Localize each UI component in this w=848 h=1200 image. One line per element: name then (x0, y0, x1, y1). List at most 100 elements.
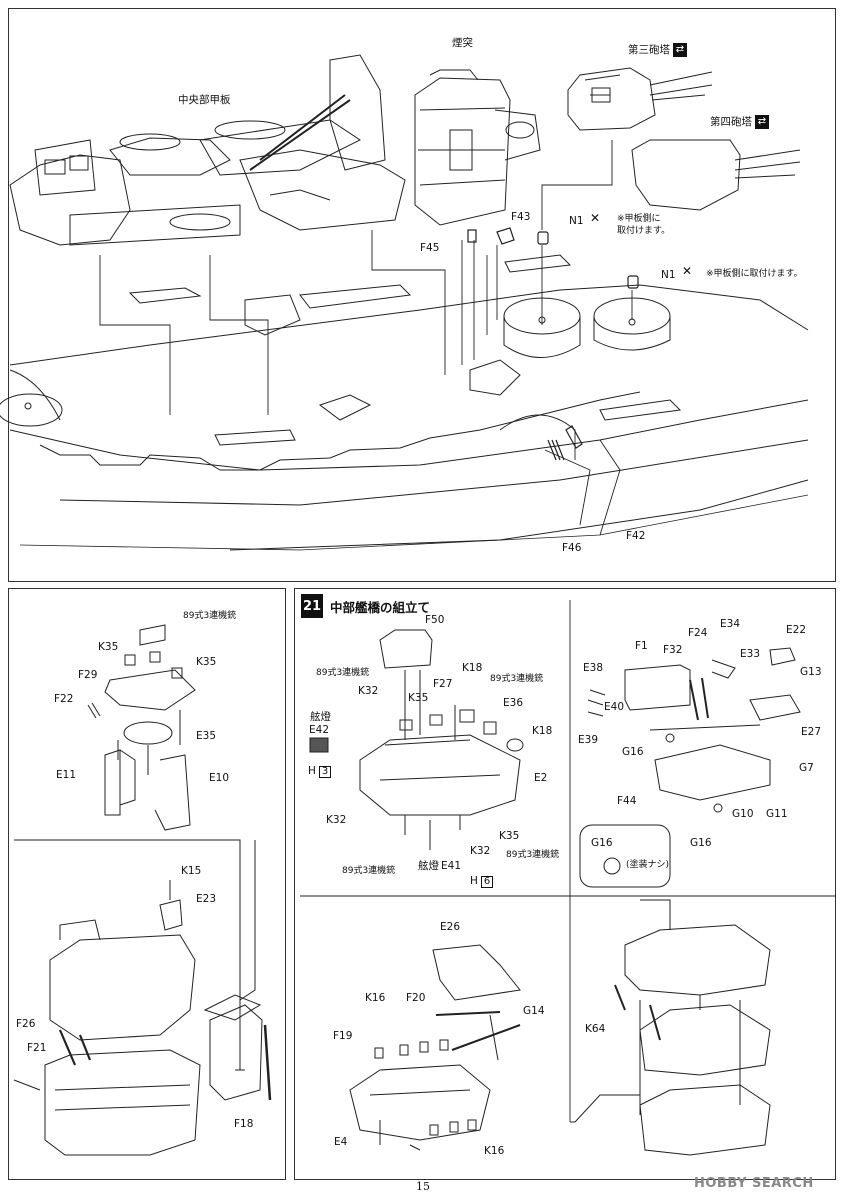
label-k35-a: K35 (408, 692, 429, 704)
step21-final-assembly-drawing (570, 899, 771, 1156)
barbettes-drawing (0, 297, 671, 427)
left-lower-assembly-drawing (13, 839, 272, 1156)
label-g14: G14 (523, 1005, 545, 1017)
label-e22: E22 (786, 624, 806, 636)
part-ref-h3-number: 3 (318, 766, 332, 778)
label-e4: E4 (334, 1136, 348, 1148)
label-type89-mg-a: 89式3連機銃 (316, 668, 370, 678)
label-f46: F46 (562, 542, 582, 554)
label-f20: F20 (406, 992, 426, 1004)
label-e39: E39 (578, 734, 598, 746)
label-k32-c: K32 (470, 845, 491, 857)
label-f44: F44 (617, 795, 637, 807)
guide-lines (99, 140, 633, 536)
part-ref-h3-letter: H (308, 765, 316, 777)
small-parts-top (467, 227, 639, 461)
left-panel-frame (8, 588, 286, 1180)
no-glue-icon: ✕ (590, 211, 601, 225)
label-g13: G13 (800, 666, 822, 678)
label-type89-mg-b: 89式3連機銃 (490, 674, 544, 684)
rotate-icon: ⇄ (673, 43, 687, 57)
label-e33: E33 (740, 648, 760, 660)
label-e38: E38 (583, 662, 603, 674)
label-f32: F32 (663, 644, 683, 656)
label-f29: F29 (78, 669, 98, 681)
label-type89-mg: 89式3連機銃 (183, 611, 237, 621)
label-e40: E40 (604, 701, 624, 713)
label-k18-a: K18 (462, 662, 483, 674)
label-turret-3-text: 第三砲塔 (628, 44, 670, 56)
part-ref-h6-letter: H (470, 875, 478, 887)
label-lamp-a: 舷燈 (310, 711, 331, 723)
label-e10: E10 (209, 772, 229, 784)
label-f1: F1 (635, 640, 648, 652)
label-e42: E42 (309, 724, 329, 736)
step21-lower-drawing (349, 944, 521, 1151)
label-g16-b: G16 (690, 837, 712, 849)
label-g16-c: G16 (591, 837, 613, 849)
label-k18-b: K18 (532, 725, 553, 737)
label-e26: E26 (440, 921, 460, 933)
page-number: 15 (416, 1180, 430, 1193)
label-f21: F21 (27, 1042, 47, 1054)
label-lamp-b: 舷燈 (418, 860, 439, 872)
label-g16-a: G16 (622, 746, 644, 758)
left-upper-assembly-drawing (87, 624, 196, 831)
label-f50: F50 (425, 614, 445, 626)
label-funnel: 煙突 (452, 37, 473, 49)
label-f19: F19 (333, 1030, 353, 1042)
label-g7: G7 (799, 762, 814, 774)
top-panel-frame (8, 8, 836, 582)
turret-4-drawing (631, 139, 801, 211)
label-e11: E11 (56, 769, 76, 781)
label-e41: E41 (441, 860, 461, 872)
label-type89-mg-c: 89式3連機銃 (342, 866, 396, 876)
label-e34: E34 (720, 618, 740, 630)
label-g11: G11 (766, 808, 788, 820)
step21-deck-parts-drawing (300, 600, 836, 1122)
label-k35-b: K35 (196, 656, 217, 668)
boats-drawing (128, 254, 682, 446)
label-g10: G10 (732, 808, 754, 820)
watermark: HOBBY SEARCH (694, 1176, 814, 1191)
step-title: 中部艦橋の組立て (330, 600, 431, 615)
rotate-icon: ⇄ (755, 115, 769, 129)
label-e36: E36 (503, 697, 523, 709)
label-e27: E27 (801, 726, 821, 738)
label-e2: E2 (534, 772, 548, 784)
label-k35-b: K35 (499, 830, 520, 842)
label-n1-a: N1 (569, 215, 584, 227)
label-k16-b: K16 (484, 1145, 505, 1157)
label-no-paint: (塗装ナシ) (626, 860, 670, 870)
hull-drawing (9, 284, 809, 551)
label-f22: F22 (54, 693, 74, 705)
note-deck-side-b: ※甲板側に取付けます。 (706, 269, 803, 279)
label-k35-a: K35 (98, 641, 119, 653)
step21-panel-frame (294, 588, 836, 1180)
label-turret-4-text: 第四砲塔 (710, 116, 752, 128)
label-n1-b: N1 (661, 269, 676, 281)
label-type89-mg-d: 89式3連機銃 (506, 850, 560, 860)
label-f27: F27 (433, 678, 453, 690)
label-turret-4: 第四砲塔⇄ (710, 115, 769, 129)
step-number: 21 (301, 594, 323, 618)
label-f18: F18 (234, 1118, 254, 1130)
label-e23: E23 (196, 893, 216, 905)
turret-3-drawing (567, 67, 713, 131)
label-k16-a: K16 (365, 992, 386, 1004)
label-k15: K15 (181, 865, 202, 877)
part-ref-h6-number: 6 (480, 876, 494, 888)
label-k32-b: K32 (326, 814, 347, 826)
funnel-drawing (414, 69, 541, 226)
label-k32-a: K32 (358, 685, 379, 697)
label-f45: F45 (420, 242, 440, 254)
label-f43: F43 (511, 211, 531, 223)
forward-superstructure-drawing (9, 54, 406, 246)
note-deck-side-a: ※甲板側に 取付けます。 (617, 214, 671, 236)
step21-bridge-drawing (309, 629, 524, 850)
label-f26: F26 (16, 1018, 36, 1030)
label-turret-3: 第三砲塔⇄ (628, 43, 687, 57)
